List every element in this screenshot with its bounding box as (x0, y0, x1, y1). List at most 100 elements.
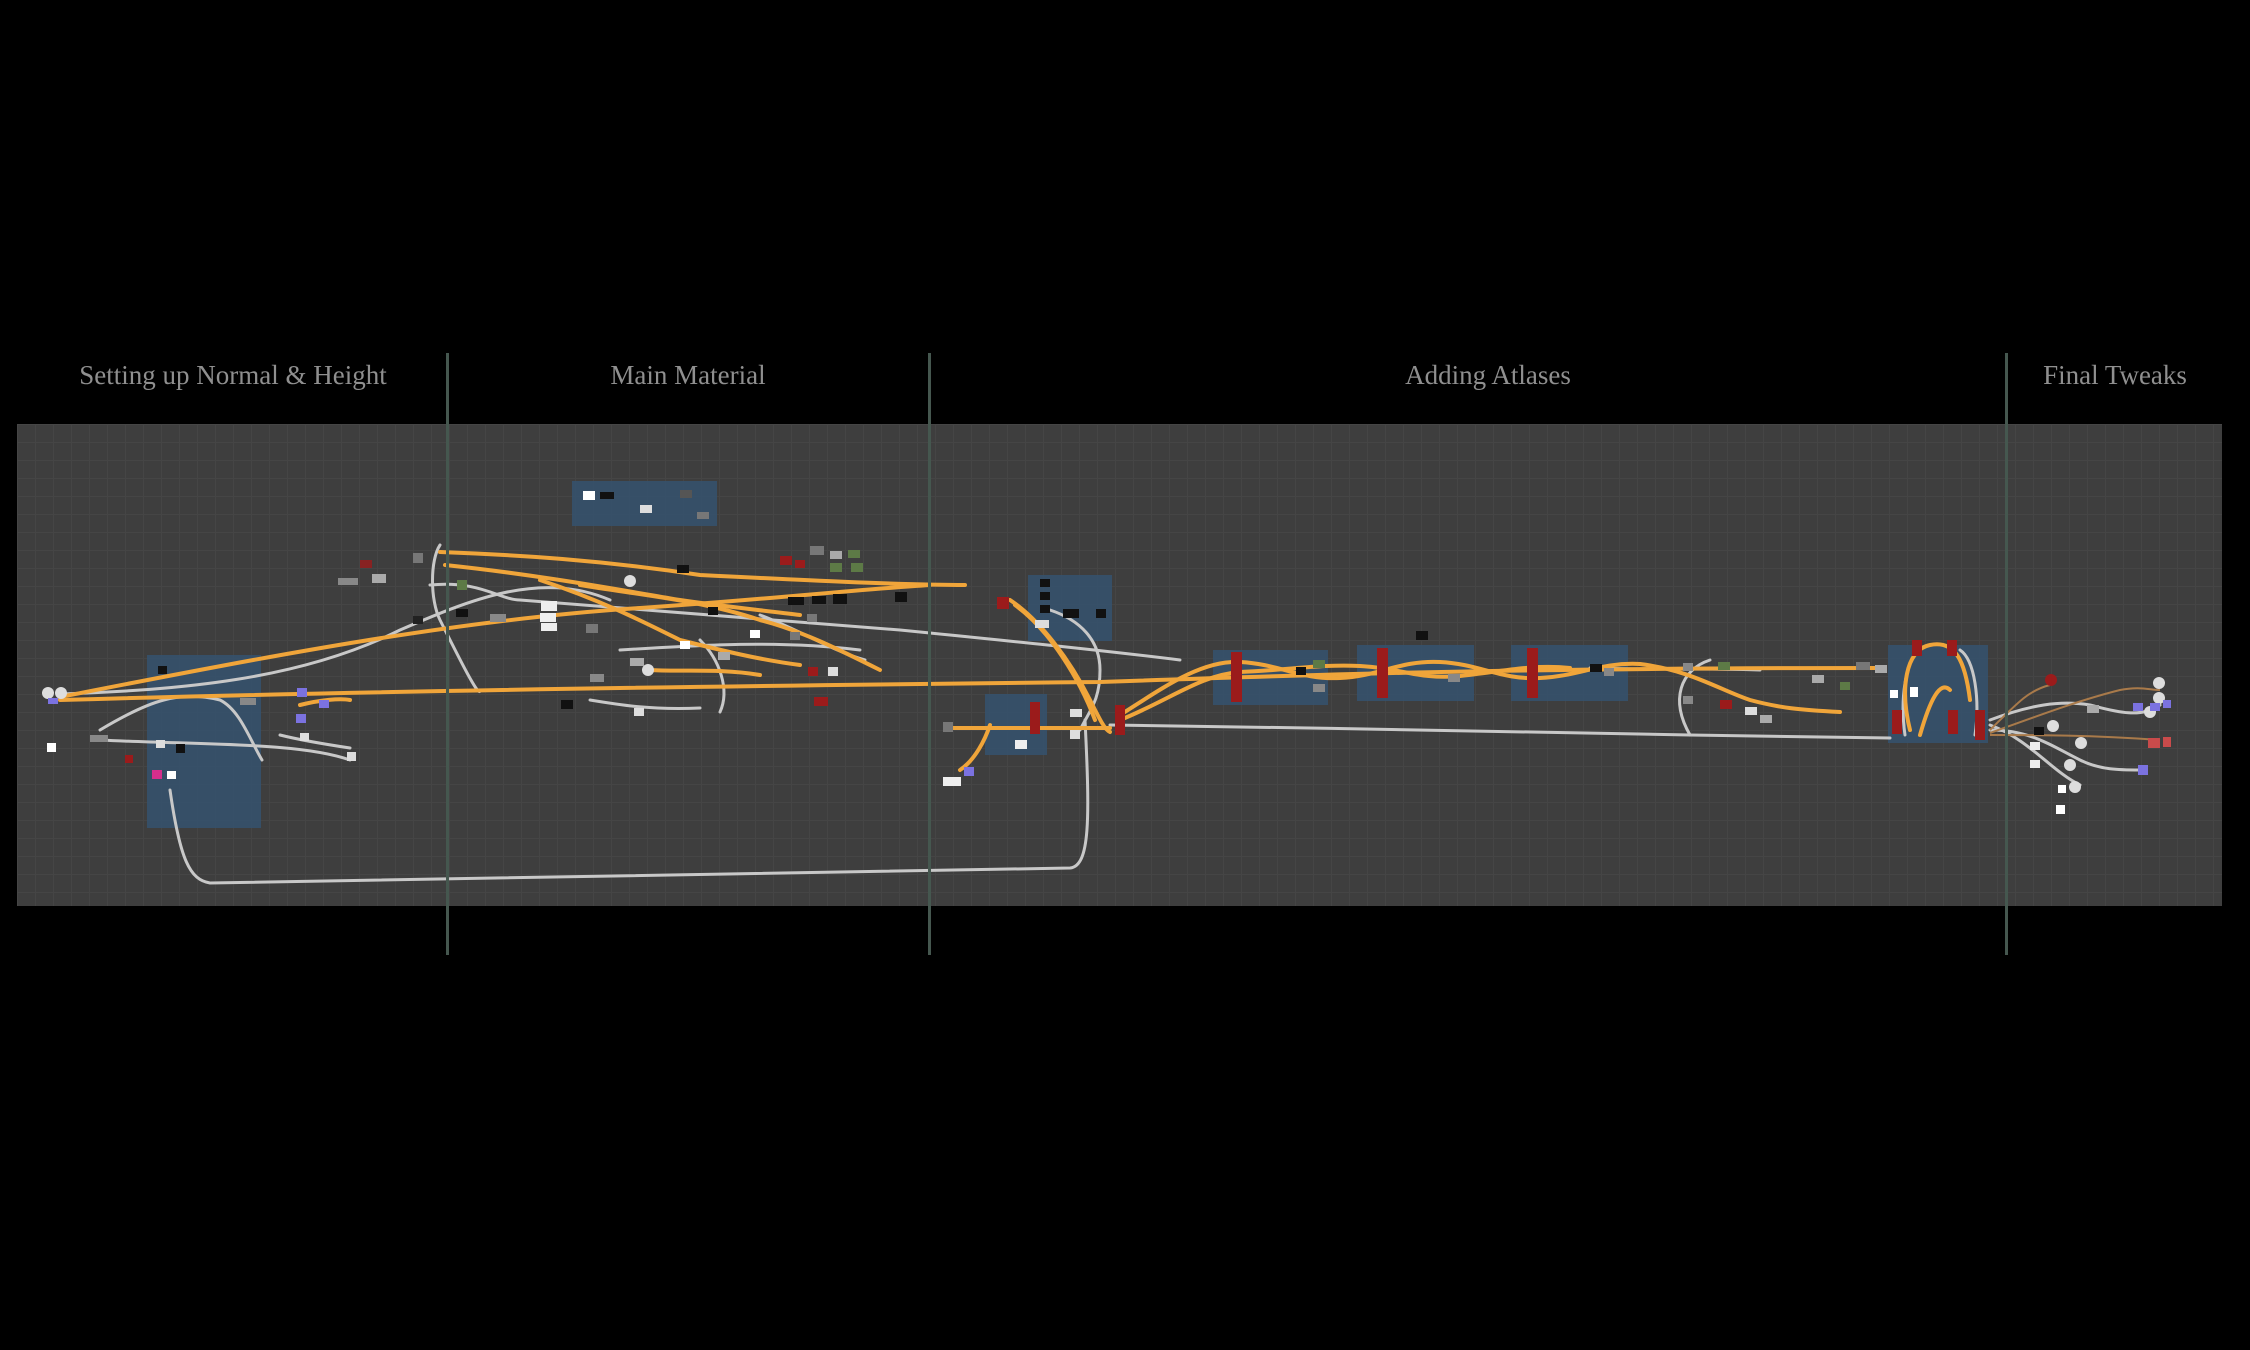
graph-node[interactable] (1070, 709, 1082, 717)
graph-node[interactable] (2047, 720, 2059, 732)
graph-node[interactable] (1015, 740, 1027, 749)
graph-node[interactable] (788, 597, 804, 605)
graph-node[interactable] (812, 596, 826, 604)
graph-node[interactable] (2153, 692, 2165, 704)
graph-node[interactable] (319, 700, 329, 708)
graph-node[interactable] (540, 613, 556, 622)
graph-node[interactable] (1063, 609, 1079, 618)
graph-node[interactable] (158, 666, 167, 674)
graph-node[interactable] (586, 624, 598, 633)
graph-node[interactable] (600, 492, 614, 499)
graph-node[interactable] (338, 578, 358, 585)
graph-node[interactable] (2034, 727, 2044, 735)
graph-node[interactable] (1718, 662, 1730, 670)
graph-node[interactable] (830, 551, 842, 559)
graph-node[interactable] (1416, 631, 1428, 640)
graph-node[interactable] (2064, 759, 2076, 771)
graph-node[interactable] (807, 614, 817, 622)
graph-node[interactable] (708, 607, 718, 615)
graph-node[interactable] (1760, 715, 1772, 723)
graph-node[interactable] (490, 614, 506, 622)
graph-node[interactable] (808, 667, 818, 676)
graph-node[interactable] (1231, 652, 1242, 702)
graph-node[interactable] (2148, 738, 2160, 748)
graph-node[interactable] (55, 687, 67, 699)
graph-node[interactable] (2058, 785, 2066, 793)
graph-node[interactable] (833, 594, 847, 604)
graph-node[interactable] (1313, 684, 1325, 692)
graph-node[interactable] (2075, 737, 2087, 749)
graph-node[interactable] (1040, 579, 1050, 587)
graph-node[interactable] (42, 687, 54, 699)
graph-node[interactable] (152, 770, 162, 779)
graph-node[interactable] (634, 708, 644, 716)
graph-node[interactable] (677, 565, 689, 573)
graph-node[interactable] (1683, 696, 1693, 704)
graph-node[interactable] (2150, 703, 2160, 711)
graph-node[interactable] (640, 505, 652, 513)
graph-node[interactable] (848, 550, 860, 558)
graph-node[interactable] (1745, 707, 1757, 715)
graph-node[interactable] (2056, 805, 2065, 814)
graph-node[interactable] (630, 658, 644, 666)
graph-node[interactable] (2087, 705, 2099, 713)
graph-node[interactable] (1840, 682, 1850, 690)
graph-node[interactable] (1910, 687, 1918, 697)
comment-box-top[interactable] (572, 481, 717, 526)
graph-node[interactable] (697, 512, 709, 519)
graph-node[interactable] (1892, 710, 1902, 734)
graph-node[interactable] (300, 733, 309, 741)
graph-node[interactable] (176, 744, 185, 753)
graph-node[interactable] (1948, 710, 1958, 734)
graph-node[interactable] (851, 563, 863, 572)
graph-node[interactable] (790, 632, 800, 640)
graph-node[interactable] (1947, 640, 1957, 656)
graph-node[interactable] (1296, 667, 1306, 675)
graph-node[interactable] (297, 688, 307, 697)
graph-node[interactable] (1875, 665, 1887, 673)
graph-node[interactable] (795, 560, 805, 568)
graph-node[interactable] (2163, 737, 2171, 747)
graph-node[interactable] (1377, 648, 1388, 698)
graph-node[interactable] (1115, 705, 1125, 735)
graph-node[interactable] (964, 767, 974, 776)
graph-node[interactable] (90, 735, 108, 742)
graph-node[interactable] (125, 755, 133, 763)
graph-node[interactable] (943, 777, 961, 786)
graph-node[interactable] (642, 664, 654, 676)
graph-node[interactable] (1720, 700, 1732, 709)
graph-node[interactable] (583, 491, 595, 500)
graph-node[interactable] (1975, 710, 1985, 740)
graph-node[interactable] (590, 674, 604, 682)
graph-node[interactable] (1912, 640, 1922, 656)
graph-node[interactable] (1448, 674, 1460, 682)
graph-node[interactable] (1890, 690, 1898, 698)
graph-node[interactable] (624, 575, 636, 587)
graph-node[interactable] (347, 752, 356, 761)
graph-node[interactable] (413, 553, 423, 563)
graph-node[interactable] (360, 560, 372, 568)
graph-node[interactable] (48, 698, 58, 704)
graph-node[interactable] (943, 722, 953, 732)
graph-node[interactable] (1313, 660, 1325, 668)
graph-node[interactable] (47, 743, 56, 752)
graph-node[interactable] (240, 698, 256, 705)
graph-node[interactable] (1035, 620, 1049, 628)
graph-node[interactable] (1683, 663, 1693, 671)
graph-node[interactable] (810, 546, 824, 555)
graph-node[interactable] (1604, 668, 1614, 676)
graph-node[interactable] (2133, 703, 2143, 711)
graph-node[interactable] (1527, 648, 1538, 698)
graph-node[interactable] (895, 592, 907, 602)
graph-node[interactable] (1856, 662, 1870, 670)
graph-node[interactable] (1812, 675, 1824, 683)
graph-node[interactable] (680, 641, 690, 649)
graph-node[interactable] (541, 623, 557, 631)
graph-node[interactable] (1030, 702, 1040, 734)
graph-node[interactable] (561, 700, 573, 709)
graph-node[interactable] (2030, 742, 2040, 750)
graph-node[interactable] (457, 580, 467, 590)
graph-node[interactable] (167, 771, 176, 779)
graph-node[interactable] (2030, 760, 2040, 768)
graph-node[interactable] (1040, 605, 1050, 613)
